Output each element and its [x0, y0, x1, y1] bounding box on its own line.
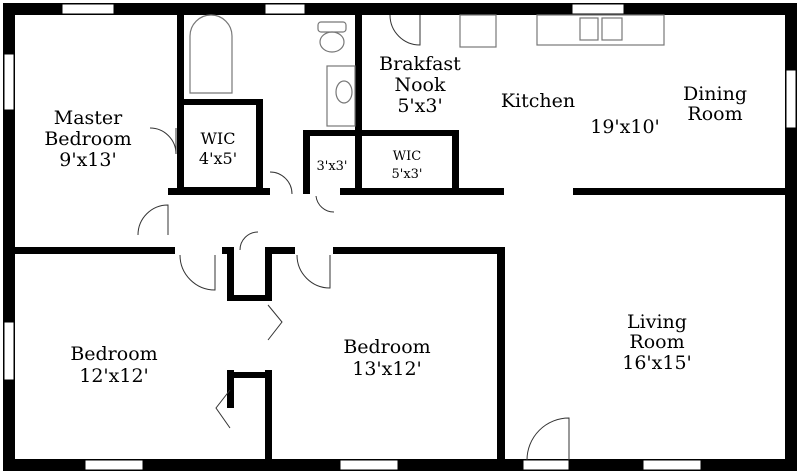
window-bottom-living [642, 459, 702, 471]
bedroom-right-wall [497, 247, 505, 463]
window-bottom-bedroom-left [84, 459, 144, 471]
breakfast-nook-name-2: Nook [394, 74, 446, 96]
closet-wall-right [265, 250, 272, 300]
front-door-opening [522, 459, 570, 471]
living-room-size: 16'x15' [622, 352, 692, 374]
door-nook [389, 14, 421, 46]
window-top-kitchen [571, 3, 625, 15]
breakfast-nook-name-1: Brakfast [379, 53, 461, 75]
window-left-bedroom [3, 321, 15, 381]
door-small-closet [315, 195, 335, 213]
bedroom-left-name: Bedroom [70, 343, 157, 365]
bedroom-top-wall-mid [265, 247, 295, 254]
bathroom-vanity [326, 65, 356, 127]
bedroom-left-size: 12'x12' [79, 365, 149, 387]
wic-hall-size: 5'x3' [391, 167, 422, 182]
closet-shelf-upper [227, 295, 272, 301]
bifold-door-upper [267, 304, 283, 341]
dining-living-wall [573, 188, 789, 195]
door-bath [239, 231, 259, 251]
room-labels: Master Bedroom 9'x13' WIC 4'x5' 3'x3' WI… [44, 53, 747, 387]
master-bottom-wall [10, 247, 175, 254]
exterior-wall-bottom [3, 459, 797, 471]
wic-hall-right-wall [452, 130, 459, 194]
kitchen-sink-left [579, 17, 599, 41]
wic-master-name: WIC [200, 129, 235, 148]
closet-wall-right-lower [265, 370, 272, 462]
window-left-master [3, 53, 15, 111]
breakfast-nook-size: 5'x3' [397, 95, 442, 117]
window-right-dining [785, 69, 797, 129]
bedroom-middle-name: Bedroom [343, 336, 430, 358]
master-bedroom-name-2: Bedroom [44, 128, 131, 150]
window-top-master [61, 3, 115, 15]
dining-room-name-1: Dining [683, 83, 747, 105]
closet-wall-left [227, 250, 234, 300]
door-hall-closet [269, 171, 293, 195]
living-room-name-2: Room [629, 331, 684, 353]
window-bottom-bedroom-mid [339, 459, 399, 471]
wic-top-wall [177, 99, 262, 105]
bifold-door-lower [215, 389, 231, 429]
wic-hall-name: WIC [393, 149, 421, 164]
closet-shelf-lower [227, 372, 272, 378]
door-master-wic [149, 127, 177, 155]
kitchen-name: Kitchen [501, 90, 575, 112]
windows [3, 3, 797, 471]
door-master [137, 204, 169, 236]
kitchen-size: 19'x10' [590, 116, 660, 138]
bedroom-top-wall-right [333, 247, 505, 254]
closet-top-wall [303, 130, 458, 136]
dining-room-name-2: Room [687, 103, 742, 125]
bathtub [189, 14, 233, 94]
living-room-name-1: Living [627, 311, 687, 333]
door-front [526, 417, 570, 461]
kitchen-sink-right [601, 17, 623, 41]
hall-wall-stub [168, 188, 270, 195]
door-bedroom-left [179, 254, 216, 291]
bedroom-middle-size: 13'x12' [352, 358, 422, 380]
kitchen-counter [536, 14, 665, 46]
master-bedroom-name-1: Master [54, 107, 123, 129]
walls [3, 3, 797, 471]
bathroom-sink [335, 80, 353, 104]
fixtures [189, 14, 665, 127]
toilet-tank [317, 21, 347, 33]
closet-wall-left-lower [227, 370, 234, 408]
toilet-bowl [319, 31, 345, 53]
doors [137, 14, 570, 461]
window-top-bath [264, 3, 306, 15]
hall-wall-upper [340, 188, 504, 195]
closet-left-wall [303, 130, 310, 194]
master-bedroom-size: 9'x13' [59, 149, 116, 171]
closet-divider-wall [355, 130, 362, 194]
closet-small-size: 3'x3' [316, 159, 347, 174]
bath-right-wall [355, 15, 362, 135]
exterior-wall-top [3, 3, 797, 15]
wic-master-size: 4'x5' [199, 149, 237, 168]
refrigerator [459, 14, 497, 48]
door-bedroom-mid [296, 254, 331, 289]
wic-right-wall [256, 99, 263, 194]
